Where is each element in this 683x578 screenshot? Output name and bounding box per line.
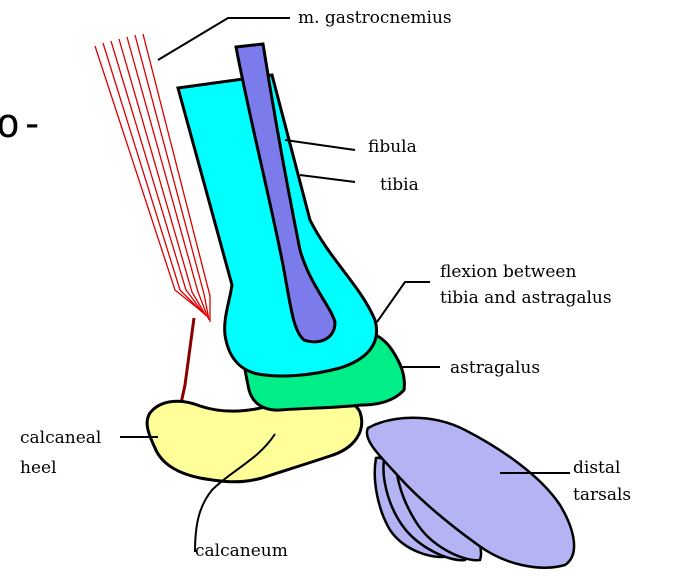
leader-gastrocnemius: [158, 18, 290, 60]
label-tibia: tibia: [380, 175, 419, 195]
gastrocnemius-muscle: [95, 34, 210, 322]
distal-tarsals-bone: [367, 418, 574, 568]
label-calcaneum: calcaneum: [195, 541, 288, 561]
leader-flexion: [377, 282, 430, 322]
label-calcaneal-line1: calcaneal: [20, 428, 101, 448]
label-distal-line2: tarsals: [573, 485, 631, 505]
cut-off-text: o-: [0, 104, 44, 144]
leader-tibia: [300, 175, 355, 182]
label-flexion-line2: tibia and astragalus: [440, 288, 612, 308]
label-calcaneal-line2: heel: [20, 458, 57, 478]
label-flexion-line1: flexion between: [440, 262, 576, 282]
label-distal-line1: distal: [573, 458, 620, 478]
leader-fibula: [285, 140, 355, 150]
label-astragalus: astragalus: [450, 358, 540, 378]
label-gastrocnemius: m. gastrocnemius: [298, 8, 452, 28]
label-fibula: fibula: [368, 137, 417, 157]
achilles-tendon: [180, 318, 194, 408]
